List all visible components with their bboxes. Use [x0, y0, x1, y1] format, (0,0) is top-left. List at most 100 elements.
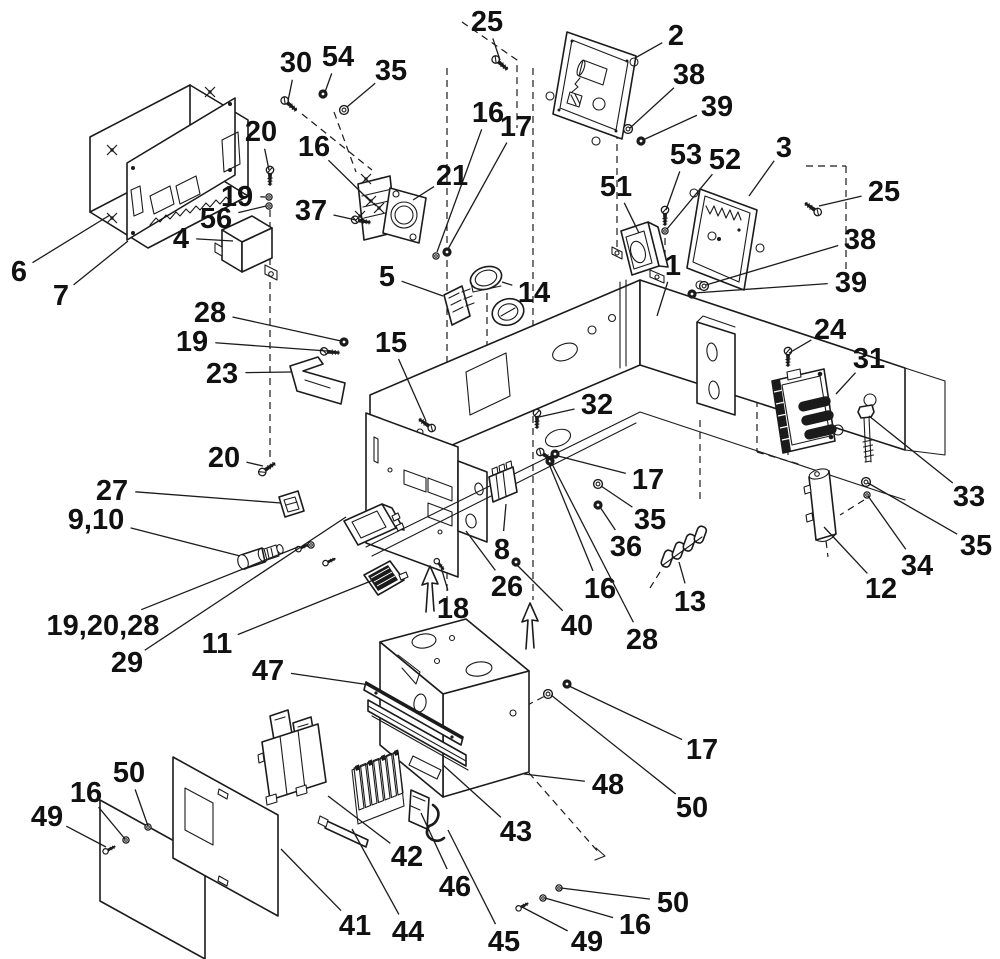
- control-box-43: [363, 618, 530, 798]
- leader-line-18: [440, 566, 449, 591]
- leader-line-33: [868, 415, 954, 484]
- callout-28: 28: [626, 624, 658, 656]
- knob: [491, 297, 525, 327]
- callout-28: 28: [194, 297, 226, 329]
- leader-line-32: [538, 408, 575, 418]
- up-arrow: [421, 565, 439, 613]
- leader-line-43: [442, 764, 502, 818]
- leader-line-16: [436, 129, 483, 253]
- screw-icon: [265, 165, 275, 187]
- switch-5: [443, 285, 475, 326]
- leader-line-20: [246, 461, 264, 467]
- nut-icon: [636, 136, 646, 146]
- callout-20: 20: [208, 442, 240, 474]
- nut-icon: [511, 557, 521, 567]
- nut-icon: [687, 289, 697, 299]
- callout-38: 38: [673, 59, 705, 91]
- terminal-block-8: [488, 460, 518, 503]
- nut-icon: [318, 89, 328, 99]
- bracket-23: [289, 356, 346, 405]
- leader-line-38: [629, 87, 675, 129]
- leader-line-5: [401, 280, 444, 297]
- callout-17: 17: [500, 111, 532, 143]
- leader-line-20: [264, 148, 270, 171]
- clip-45: [425, 803, 446, 843]
- callout-37: 37: [295, 195, 327, 227]
- callout-47: 47: [252, 655, 284, 687]
- callout-19: 19: [221, 181, 253, 213]
- leader-line-17: [447, 142, 508, 250]
- leader-line-16: [98, 806, 126, 840]
- callout-12: 12: [865, 573, 897, 605]
- callout-35: 35: [960, 530, 992, 562]
- leader-line-36: [599, 506, 616, 531]
- leader-line-16: [544, 897, 614, 919]
- leader-line-24: [788, 339, 812, 354]
- callout-25: 25: [868, 176, 900, 208]
- leader-line-3: [748, 160, 775, 197]
- transformer-31: [771, 368, 837, 454]
- leader-line-4: [196, 238, 234, 242]
- screw-icon: [532, 408, 542, 430]
- callout-53: 53: [670, 139, 702, 171]
- leader-line-11: [237, 578, 377, 636]
- callout-17: 17: [686, 734, 718, 766]
- callout-36: 36: [610, 531, 642, 563]
- display-11: [363, 560, 409, 596]
- callout-9,10: 9,10: [68, 504, 124, 536]
- washer-icon: [860, 476, 872, 488]
- leader-line-40: [515, 563, 564, 612]
- leader-line-50: [134, 789, 149, 827]
- leader-line-19,20,28: [141, 546, 299, 611]
- leader-line-23: [245, 371, 292, 374]
- leader-line-26: [465, 530, 496, 571]
- washer-icon: [622, 123, 634, 135]
- callout-26: 26: [491, 571, 523, 603]
- callout-16: 16: [472, 97, 504, 129]
- chassis-frame: [365, 279, 946, 578]
- washer-s-icon: [432, 252, 440, 260]
- callout-51: 51: [600, 171, 632, 203]
- leader-line-13: [678, 561, 686, 584]
- callout-8: 8: [494, 534, 510, 566]
- callout-31: 31: [853, 343, 885, 375]
- nut-icon: [339, 337, 349, 347]
- washer-icon: [592, 478, 604, 490]
- rectifier-fins: [351, 749, 405, 825]
- meter-29: [343, 503, 405, 546]
- callout-35: 35: [634, 504, 666, 536]
- capacitor-panel-2: [545, 31, 639, 146]
- callout-17: 17: [632, 464, 664, 496]
- callout-30: 30: [280, 47, 312, 79]
- washer-icon: [698, 280, 710, 292]
- callout-33: 33: [953, 481, 985, 513]
- callout-41: 41: [339, 910, 371, 942]
- leader-line-53: [665, 171, 681, 211]
- leader-line-41: [280, 848, 342, 912]
- leader-line-35: [346, 82, 376, 108]
- leader-line-27: [135, 491, 282, 504]
- callout-5: 5: [379, 261, 395, 293]
- callout-25: 25: [471, 6, 503, 38]
- leader-line-35: [867, 482, 958, 535]
- screw-icon: [489, 53, 511, 74]
- leader-line-14: [501, 281, 513, 286]
- callout-23: 23: [206, 358, 238, 390]
- leader-line-25: [492, 38, 501, 61]
- callout-20: 20: [245, 116, 277, 148]
- callout-21: 21: [436, 160, 468, 192]
- breaker-42: [257, 709, 327, 806]
- callout-16: 16: [298, 131, 330, 163]
- callout-4: 4: [173, 223, 189, 255]
- leader-line-9,10: [130, 527, 241, 557]
- pcb-bracket-assembly: [89, 84, 249, 249]
- callout-39: 39: [701, 91, 733, 123]
- callout-27: 27: [96, 475, 128, 507]
- washer-icon: [542, 688, 554, 700]
- callout-50: 50: [676, 792, 708, 824]
- screw-icon: [256, 459, 278, 478]
- leader-line-12: [823, 526, 868, 574]
- capacitor-12: [803, 468, 837, 558]
- callout-3: 3: [776, 132, 792, 164]
